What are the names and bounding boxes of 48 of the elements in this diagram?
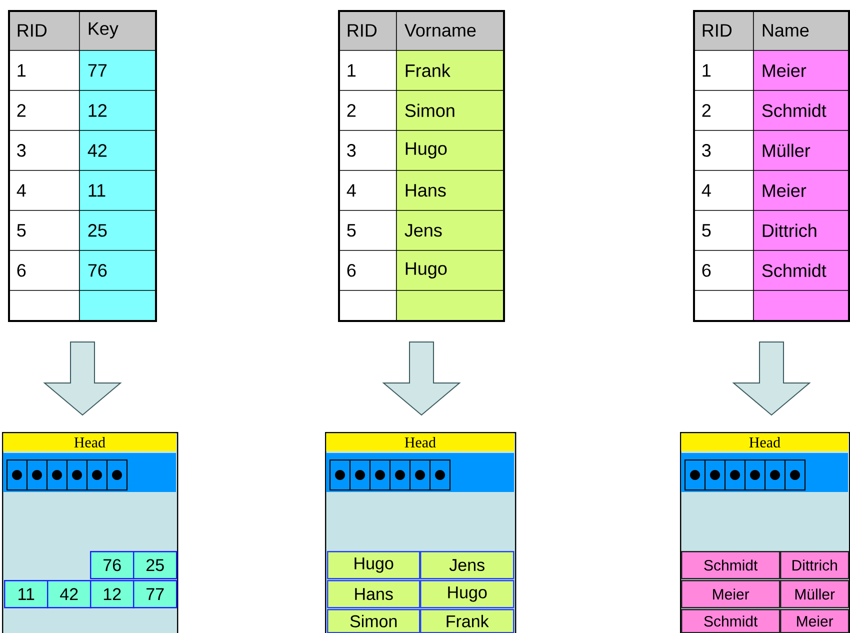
table-cell: Hans <box>396 170 504 211</box>
table-cell: RID <box>338 10 397 51</box>
table-cell: 11 <box>79 170 156 211</box>
record-cell: Hugo <box>327 551 420 580</box>
block-arrow <box>382 342 461 416</box>
table-cell: Key <box>79 10 156 51</box>
table-cell: Schmidt <box>753 90 849 131</box>
head-bar: Head <box>681 433 848 452</box>
table-cell: 12 <box>79 90 156 131</box>
record-cell: 77 <box>133 580 178 608</box>
record-cell: Meier <box>780 609 850 633</box>
table-cell: Müller <box>753 130 849 171</box>
head-bar: Head <box>326 433 514 452</box>
record-cell: 25 <box>133 551 178 580</box>
table-cell: Name <box>753 10 849 51</box>
table-cell: 77 <box>79 50 156 91</box>
table-cell: Hugo <box>396 130 504 171</box>
table-cell: 76 <box>79 250 156 291</box>
record-cell: Hugo <box>420 580 514 608</box>
record-cell: Schmidt <box>681 551 780 580</box>
table-cell: Jens <box>396 210 504 251</box>
table-cell: Schmidt <box>753 250 849 291</box>
record-cell: Simon <box>327 609 420 633</box>
record-cell: 12 <box>90 580 134 608</box>
record-cell: Hans <box>327 580 420 608</box>
table-cell: Frank <box>396 50 504 91</box>
record-cell: Dittrich <box>780 551 850 580</box>
record-cell: Jens <box>420 551 514 580</box>
block-arrow <box>43 342 122 416</box>
block-arrow <box>732 342 811 416</box>
record-cell: Frank <box>420 609 514 633</box>
table-cell: Meier <box>753 50 849 91</box>
record-cell: 76 <box>90 551 134 580</box>
record-cell: Schmidt <box>681 609 780 633</box>
table-cell: RID <box>693 10 754 51</box>
table-cell: Simon <box>396 90 504 131</box>
table-cell: 25 <box>79 210 156 251</box>
table-cell: Dittrich <box>753 210 849 251</box>
head-bar: Head <box>3 433 176 452</box>
record-cell: 42 <box>47 580 92 608</box>
record-cell: Meier <box>681 580 780 608</box>
table-cell: RID <box>8 10 80 51</box>
table-cell: Hugo <box>396 250 504 291</box>
table-cell: Vorname <box>396 10 504 51</box>
record-cell: Müller <box>780 580 850 608</box>
table-cell: Meier <box>753 170 849 211</box>
record-cell: 11 <box>4 580 48 608</box>
table-cell: 42 <box>79 130 156 171</box>
